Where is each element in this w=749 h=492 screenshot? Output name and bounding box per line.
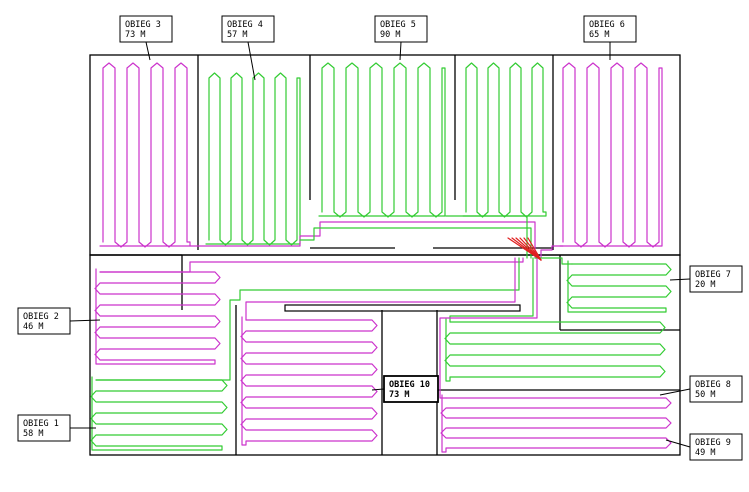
circuit-name: OBIEG 10 [389, 380, 430, 390]
leader-c2 [69, 319, 101, 322]
circuit-name: OBIEG 3 [125, 20, 161, 30]
circuit-label-c2: OBIEG 246 M [17, 307, 71, 335]
circuit-name: OBIEG 5 [380, 20, 416, 30]
circuit-length: 65 M [589, 30, 609, 40]
circuit-name: OBIEG 9 [695, 438, 731, 448]
circuit-name: OBIEG 8 [695, 380, 731, 390]
label-box [689, 375, 743, 403]
circuit-name: OBIEG 6 [589, 20, 625, 30]
feeder-pipes [95, 215, 573, 399]
leader-c7 [669, 278, 691, 281]
circuit-label-c4: OBIEG 457 M [221, 15, 275, 43]
circuit-label-c1: OBIEG 158 M [17, 414, 71, 442]
outer-wall-upper [89, 54, 681, 256]
feeder-c4 [299, 227, 532, 259]
circuit-length: 50 M [695, 390, 715, 400]
pipe-loop-c6 [559, 62, 663, 248]
feeder-c2 [99, 257, 524, 273]
circuit-label-c6: OBIEG 665 M [583, 15, 637, 43]
leader-c8 [659, 388, 691, 396]
manifold-connector [527, 237, 542, 261]
feeder-c3 [189, 221, 536, 259]
label-box [583, 15, 637, 43]
circuit-length: 58 M [23, 429, 43, 439]
pipe-loop-c7 [566, 260, 672, 313]
circuit-length: 73 M [125, 30, 145, 40]
leader-c4 [247, 41, 256, 81]
pipe-loop-c2 [94, 268, 221, 365]
leader-c10 [371, 388, 385, 391]
circuit-label-c5: OBIEG 590 M [374, 15, 428, 43]
heating-pipes [90, 62, 672, 453]
label-box [17, 307, 71, 335]
label-box [383, 375, 439, 403]
pipe-loop-c5b [462, 62, 547, 218]
feeder-c5 [445, 215, 528, 259]
circuit-name: OBIEG 7 [695, 270, 731, 280]
pipe-loop-c10 [240, 316, 378, 446]
circuit-length: 49 M [695, 448, 715, 458]
circuit-length: 90 M [380, 30, 400, 40]
feeder-c7 [534, 257, 573, 265]
circuit-length: 73 M [389, 390, 409, 400]
circuit-name: OBIEG 4 [227, 20, 263, 30]
circuit-length: 20 M [695, 280, 715, 290]
circuit-name: OBIEG 1 [23, 419, 59, 429]
feeder-c6 [540, 245, 564, 259]
feeder-c1 [95, 257, 520, 381]
circuit-label-c8: OBIEG 850 M [689, 375, 743, 403]
label-box [689, 433, 743, 461]
circuit-label-c3: OBIEG 373 M [119, 15, 173, 43]
pipe-loop-c3 [99, 62, 191, 248]
pipe-loop-c4 [205, 72, 301, 246]
circuit-label-c9: OBIEG 949 M [689, 433, 743, 461]
pipe-loop-c5 [318, 62, 446, 218]
pipe-loop-c8 [444, 318, 666, 382]
label-box [119, 15, 173, 43]
outer-wall-lower [89, 254, 681, 456]
leader-c9 [665, 439, 691, 448]
label-box [221, 15, 275, 43]
circuit-label-c7: OBIEG 720 M [689, 265, 743, 293]
feeder-c8 [449, 257, 534, 323]
circuit-length: 46 M [23, 322, 43, 332]
pipe-loop-c9 [440, 394, 672, 453]
leader-c3 [145, 41, 151, 61]
building-walls [89, 54, 681, 456]
label-box [689, 265, 743, 293]
wall-beam-center [284, 304, 521, 312]
feeder-c10 [245, 257, 516, 321]
circuit-name: OBIEG 2 [23, 312, 59, 322]
feeder-c9 [439, 257, 538, 399]
leader-c5 [399, 41, 402, 61]
label-box [17, 414, 71, 442]
label-box [374, 15, 428, 43]
pipe-loop-c1 [90, 376, 228, 451]
circuit-length: 57 M [227, 30, 247, 40]
label-leaders [69, 41, 691, 448]
